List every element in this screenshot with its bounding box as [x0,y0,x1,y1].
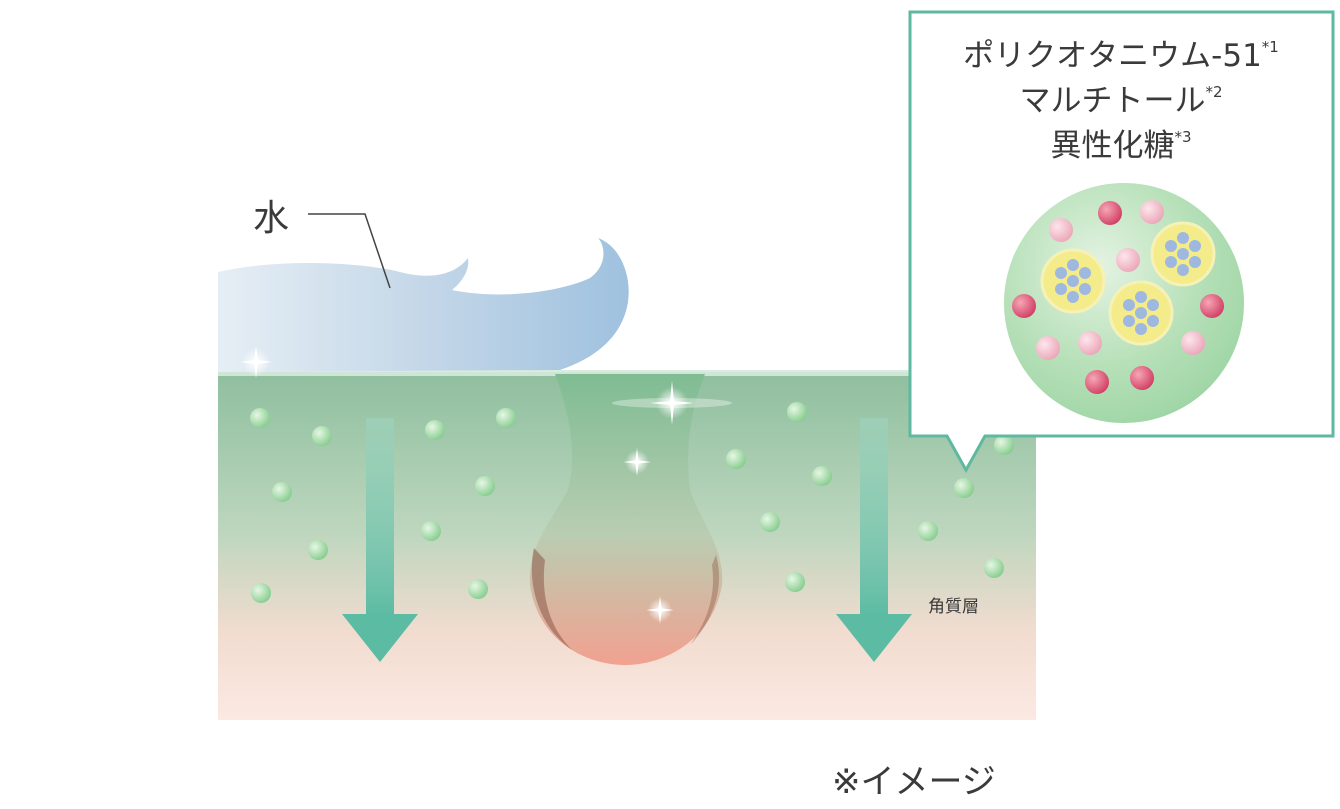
green-droplet [475,476,495,496]
pink-bead [1116,248,1140,272]
green-droplet [251,583,271,603]
green-droplet [308,540,328,560]
green-droplet [812,466,832,486]
pore-edge-shadow [531,548,572,650]
stratum-corneum-label: 角質層 [928,597,979,617]
ingredient-isomerized-sugar: 異性化糖*3 [1050,128,1191,164]
green-droplet [954,478,974,498]
water-leader-line [308,213,391,289]
pore-edge-shadow-right [690,555,720,645]
sparkle [612,381,732,425]
sparkle [240,346,272,378]
green-droplet [785,572,805,592]
water-layer [218,238,629,372]
penetration-arrow-left [342,418,418,662]
green-droplet [272,482,292,502]
pink-bead [1049,218,1073,242]
green-droplet [421,521,441,541]
sparkles [240,346,732,624]
pore [529,374,723,665]
green-droplet [468,579,488,599]
ingredient-polyquaternium: ポリクオタニウム-51*1 [963,38,1279,74]
image-note: ※イメージ [832,762,996,802]
pink-bead [1036,336,1060,360]
red-bead [1200,294,1224,318]
ingredient-list: ポリクオタニウム-51*1 マルチトール*2 異性化糖*3 [963,38,1279,164]
skin-surface-line [218,370,1036,376]
water-label: 水 [253,198,289,239]
pink-bead [1140,200,1164,224]
green-droplet [994,435,1014,455]
green-droplet [760,512,780,532]
penetration-arrow-right [836,418,912,662]
red-bead [1085,370,1109,394]
green-droplet [726,449,746,469]
red-bead [1098,201,1122,225]
green-droplets [250,402,1014,603]
red-bead [1130,366,1154,390]
green-droplet [984,558,1004,578]
green-droplet [425,420,445,440]
green-droplet [250,408,270,428]
pink-bead [1078,331,1102,355]
green-droplet [312,426,332,446]
green-droplet [787,402,807,422]
pink-bead [1181,331,1205,355]
green-droplet [918,521,938,541]
ingredient-maltitol: マルチトール*2 [1019,83,1222,119]
red-bead [1012,294,1036,318]
sparkle [646,596,674,624]
yellow-cluster [1108,280,1174,346]
yellow-cluster [1040,248,1106,314]
yellow-cluster [1150,221,1216,287]
green-droplet [496,408,516,428]
sparkle [623,448,651,476]
molecule-illustration [1004,183,1244,423]
